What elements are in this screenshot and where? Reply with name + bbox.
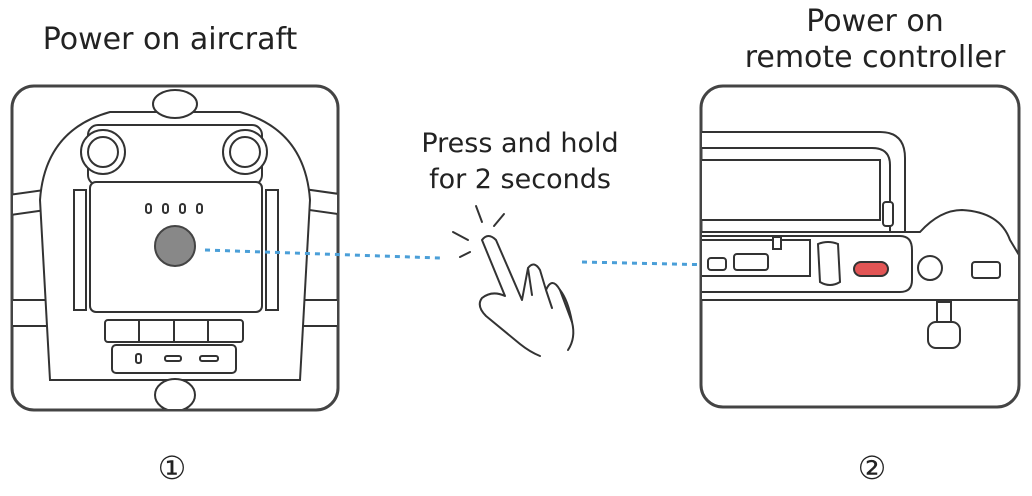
remote-title-line1: Power on — [806, 4, 944, 39]
hand-press-icon — [452, 205, 575, 357]
remote-title-line2: remote controller — [744, 40, 1006, 75]
instruction-line1: Press and hold — [421, 128, 619, 159]
aircraft-title: Power on aircraft — [42, 22, 298, 57]
step-number-2: ② — [857, 449, 887, 487]
press-hold-instruction: Press and hold for 2 seconds — [400, 126, 640, 198]
remote-power-button — [853, 261, 889, 277]
remote-controller-panel — [699, 84, 1021, 409]
instruction-line2: for 2 seconds — [429, 164, 611, 195]
tap-rays-icon — [452, 205, 505, 258]
aircraft-panel — [10, 84, 340, 412]
remote-controller-title: Power on remote controller — [720, 4, 1030, 76]
step-number-1: ① — [157, 449, 187, 487]
aircraft-power-button — [154, 225, 196, 267]
